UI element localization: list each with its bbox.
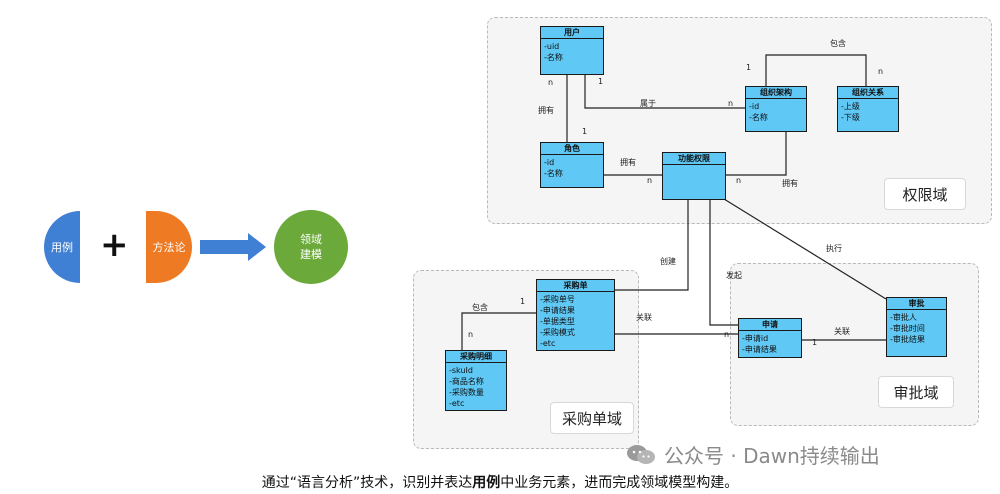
entity-org-attr: -id <box>749 102 760 111</box>
multiplicity-label: n <box>468 330 474 339</box>
flow-arrow-shape <box>200 233 266 261</box>
entity-purchase-detail: 采购明细 -skuId -商品名称 -采购数量 -etc <box>445 350 507 411</box>
entity-purchase-order: 采购单 -采购单号 -申请结果 -单据类型 -采购模式 -etc <box>536 279 615 351</box>
entity-role-title: 角色 <box>541 143 603 155</box>
line-org-perm <box>724 130 787 176</box>
entity-request: 申请 -申请id -申请结果 <box>738 318 802 358</box>
caption-bold: 用例 <box>472 475 501 491</box>
entity-function-permission: 功能权限 <box>662 152 726 200</box>
line-perm-po <box>614 199 689 291</box>
entity-role-attr: -id <box>544 158 555 167</box>
multiplicity-label: 1 <box>746 63 752 72</box>
entity-purchase-order-attr: -采购模式 <box>540 328 575 337</box>
methodology-label: 方法论 <box>152 241 186 254</box>
line-po-detail <box>461 312 536 350</box>
entity-function-permission-title: 功能权限 <box>663 153 725 165</box>
edge-label-has-user-role: 拥有 <box>538 106 554 115</box>
approval-domain-label: 审批域 <box>878 376 954 408</box>
wechat-icon <box>627 444 655 464</box>
entity-org: 组织架构 -id -名称 <box>745 86 807 132</box>
entity-approval-attr: -审批结果 <box>890 335 925 344</box>
entity-purchase-detail-title: 采购明细 <box>446 351 506 363</box>
entity-purchase-order-attr: -采购单号 <box>540 295 575 304</box>
entity-role-attr: -名称 <box>544 169 563 178</box>
entity-approval: 审批 -审批人 -审批时间 -审批结果 <box>886 297 947 357</box>
edge-label-has-org-perm: 拥有 <box>782 179 798 188</box>
purchase-domain-label: 采购单域 <box>550 402 634 434</box>
plus-sign: + <box>100 225 129 265</box>
entity-user-title: 用户 <box>541 27 603 39</box>
domain-modeling-label-2: 建模 <box>300 248 322 261</box>
multiplicity-label: n <box>736 176 742 185</box>
edge-label-relate-po: 关联 <box>636 313 652 322</box>
multiplicity-label: n <box>548 78 554 87</box>
line-user-org <box>584 74 745 109</box>
entity-request-title: 申请 <box>739 319 801 331</box>
entity-org-relation: 组织关系 -上级 -下级 <box>837 86 899 132</box>
edge-label-has-role-perm: 拥有 <box>620 158 636 167</box>
entity-purchase-detail-attr: -商品名称 <box>449 377 484 386</box>
multiplicity-label: n <box>647 176 653 185</box>
entity-user: 用户 -uid -名称 <box>540 26 604 75</box>
entity-role: 角色 -id -名称 <box>540 142 604 188</box>
entity-purchase-order-title: 采购单 <box>537 280 614 292</box>
entity-purchase-order-attr: -申请结果 <box>540 306 575 315</box>
entity-org-relation-attr: -上级 <box>841 102 860 111</box>
multiplicity-label: 1 <box>598 77 604 86</box>
entity-approval-attr: -审批人 <box>890 313 917 322</box>
multiplicity-label: 1 <box>812 338 818 347</box>
caption-part-2: 中业务元素，进而完成领域模型构建。 <box>500 475 739 491</box>
entity-purchase-detail-attr: -采购数量 <box>449 388 484 397</box>
entity-purchase-detail-attr: -skuId <box>449 366 473 375</box>
multiplicity-label: 1 <box>520 297 526 306</box>
edge-label-initiate: 发起 <box>726 271 742 280</box>
domain-modeling-circle: 领域 建模 <box>274 210 348 284</box>
line-perm-approval <box>723 198 887 300</box>
entity-org-attr: -名称 <box>749 113 768 122</box>
entity-request-attr: -申请id <box>742 334 769 343</box>
edge-label-execute: 执行 <box>826 244 842 253</box>
watermark: 公众号 · Dawn持续输出 <box>626 440 880 469</box>
entity-org-title: 组织架构 <box>746 87 806 99</box>
entity-approval-title: 审批 <box>887 298 946 310</box>
entity-org-relation-attr: -下级 <box>841 113 860 122</box>
multiplicity-label: 1 <box>582 127 588 136</box>
edge-label-create: 创建 <box>660 257 676 266</box>
entity-user-attr: -名称 <box>544 53 563 62</box>
multiplicity-label: n <box>878 67 884 76</box>
entity-purchase-order-attr: -单据类型 <box>540 317 575 326</box>
edge-label-relate-approval: 关联 <box>834 327 850 336</box>
caption-part-1: 通过“语言分析”技术，识别并表达 <box>261 475 473 491</box>
edge-label-contains-org: 包含 <box>830 39 846 48</box>
entity-approval-attr: -审批时间 <box>890 324 925 333</box>
entity-user-attr: -uid <box>544 42 560 51</box>
multiplicity-label: n <box>724 330 730 339</box>
use-case-label: 用例 <box>51 241 73 254</box>
entity-purchase-order-attr: -etc <box>540 339 556 348</box>
permission-domain-label: 权限域 <box>884 178 966 210</box>
entity-request-attr: -申请结果 <box>742 345 777 354</box>
entity-purchase-detail-attr: -etc <box>449 399 465 408</box>
multiplicity-label: n <box>728 99 734 108</box>
edge-label-contains-detail: 包含 <box>472 303 488 312</box>
watermark-text: 公众号 · Dawn持续输出 <box>664 444 880 468</box>
line-org-orgrel <box>765 54 867 86</box>
domain-modeling-label-1: 领域 <box>300 233 322 246</box>
edge-label-belongs-to: 属于 <box>640 99 656 108</box>
entity-org-relation-title: 组织关系 <box>838 87 898 99</box>
line-perm-request <box>709 199 738 326</box>
caption: 通过“语言分析”技术，识别并表达用例中业务元素，进而完成领域模型构建。 <box>0 472 1000 492</box>
